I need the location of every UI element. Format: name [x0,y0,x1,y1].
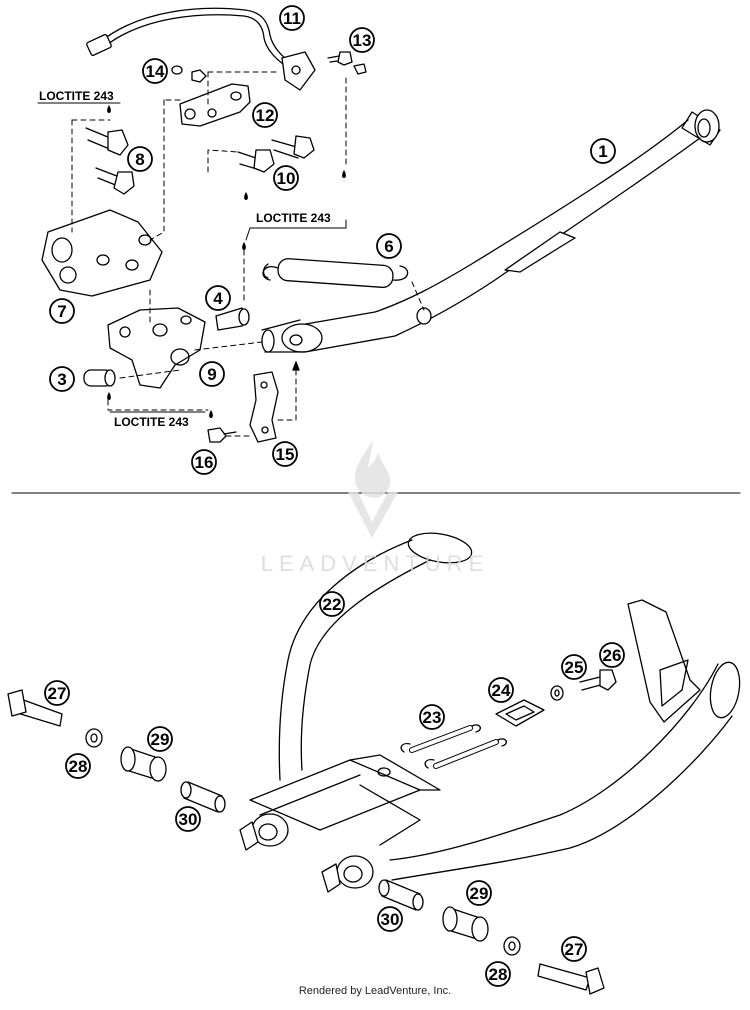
watermark-flame-icon [354,440,391,498]
callout-30-left: 30 [179,810,198,829]
loctite-leader-lines [37,102,347,413]
callout-13: 13 [353,31,372,50]
screw-part-16 [207,427,237,443]
spring-part-6 [262,258,409,288]
plate-part-9 [107,307,206,389]
callout-8: 8 [135,150,144,169]
callout-29-left: 29 [151,730,170,749]
callout-27-left: 27 [48,684,67,703]
callout-14: 14 [146,62,165,81]
callout-24: 24 [492,681,511,700]
callout-12: 12 [256,106,275,125]
callout-11: 11 [283,9,301,28]
callout-22: 22 [323,595,342,614]
washer-part-28-right [503,936,521,956]
callout-6: 6 [384,237,393,256]
callout-4: 4 [213,289,223,308]
callout-10: 10 [277,169,296,188]
bolts-part-8 [85,127,135,195]
springs-part-23 [400,724,507,769]
callout-30-right: 30 [381,910,400,929]
bracket-part-24 [495,699,545,727]
bushing-part-29-right [442,906,489,942]
callout-9: 9 [207,365,216,384]
loctite-drops [107,105,346,418]
callout-15: 15 [276,445,295,464]
sleeve-part-30-right [378,879,424,911]
callout-28-left: 28 [69,757,88,776]
watermark: LEADVENTURE [261,440,490,576]
nut-part-14 [171,65,207,83]
watermark-v-icon [348,492,398,538]
bushing-part-29-left [120,746,167,782]
callout-28-right: 28 [489,965,508,984]
bolts-part-10 [237,135,315,173]
pin-part-4 [215,307,250,331]
loctite-label-2: LOCTITE 243 [256,211,331,225]
bolt-part-26 [579,669,617,691]
bracket-part-7 [41,209,163,297]
callout-16: 16 [195,453,214,472]
sleeve-part-30-left [180,781,226,813]
callout-7: 7 [57,302,66,321]
watermark-text: LEADVENTURE [261,551,490,576]
bolt-part-27-left [7,689,63,727]
bushing-part-3 [83,369,116,387]
side-stand-leg [261,109,721,353]
bolt-part-27-right [537,963,605,995]
callout-circles [44,5,625,987]
callout-23: 23 [423,708,442,727]
switch-bracket-part-15 [249,371,279,443]
washer-part-25 [550,685,564,701]
loctite-label-1: LOCTITE 243 [39,89,114,103]
callout-25: 25 [565,658,584,677]
washer-part-28-left [85,728,103,748]
footer-credit: Rendered by LeadVenture, Inc. [298,985,452,997]
callout-26: 26 [603,646,622,665]
center-stand [239,532,741,893]
assembly-lines-top [71,71,425,437]
arrow-head [292,361,300,371]
loctite-label-3: LOCTITE 243 [114,415,189,429]
screws-part-13 [327,51,367,75]
callout-27-right: 27 [565,940,584,959]
callout-1: 1 [598,142,607,161]
sensor-part-11 [86,7,316,91]
callout-3: 3 [57,370,66,389]
callout-29-right: 29 [470,884,489,903]
sensor-bracket-part-12 [179,83,251,127]
callout-numbers: 1 3 4 6 7 8 9 10 11 12 13 14 15 16 22 23… [48,9,622,984]
